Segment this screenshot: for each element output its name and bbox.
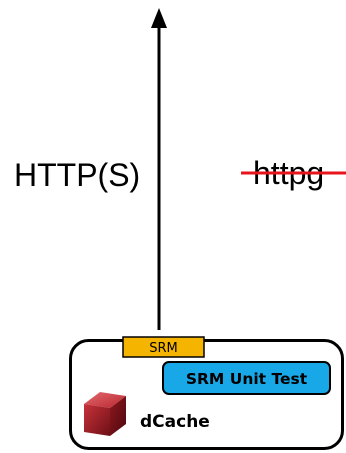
srm-tab: SRM <box>122 336 205 358</box>
srm-unit-test-label: SRM Unit Test <box>186 370 308 388</box>
red-cube-icon <box>84 392 126 436</box>
deprecated-protocol: httpg <box>241 155 346 191</box>
protocol-label-https: HTTP(S) <box>14 157 140 193</box>
dcache-label: dCache <box>140 412 210 432</box>
srm-unit-test-box: SRM Unit Test <box>162 361 331 395</box>
arrow-head-icon <box>151 8 167 28</box>
upward-arrow <box>151 8 167 330</box>
srm-tab-label: SRM <box>149 341 178 356</box>
